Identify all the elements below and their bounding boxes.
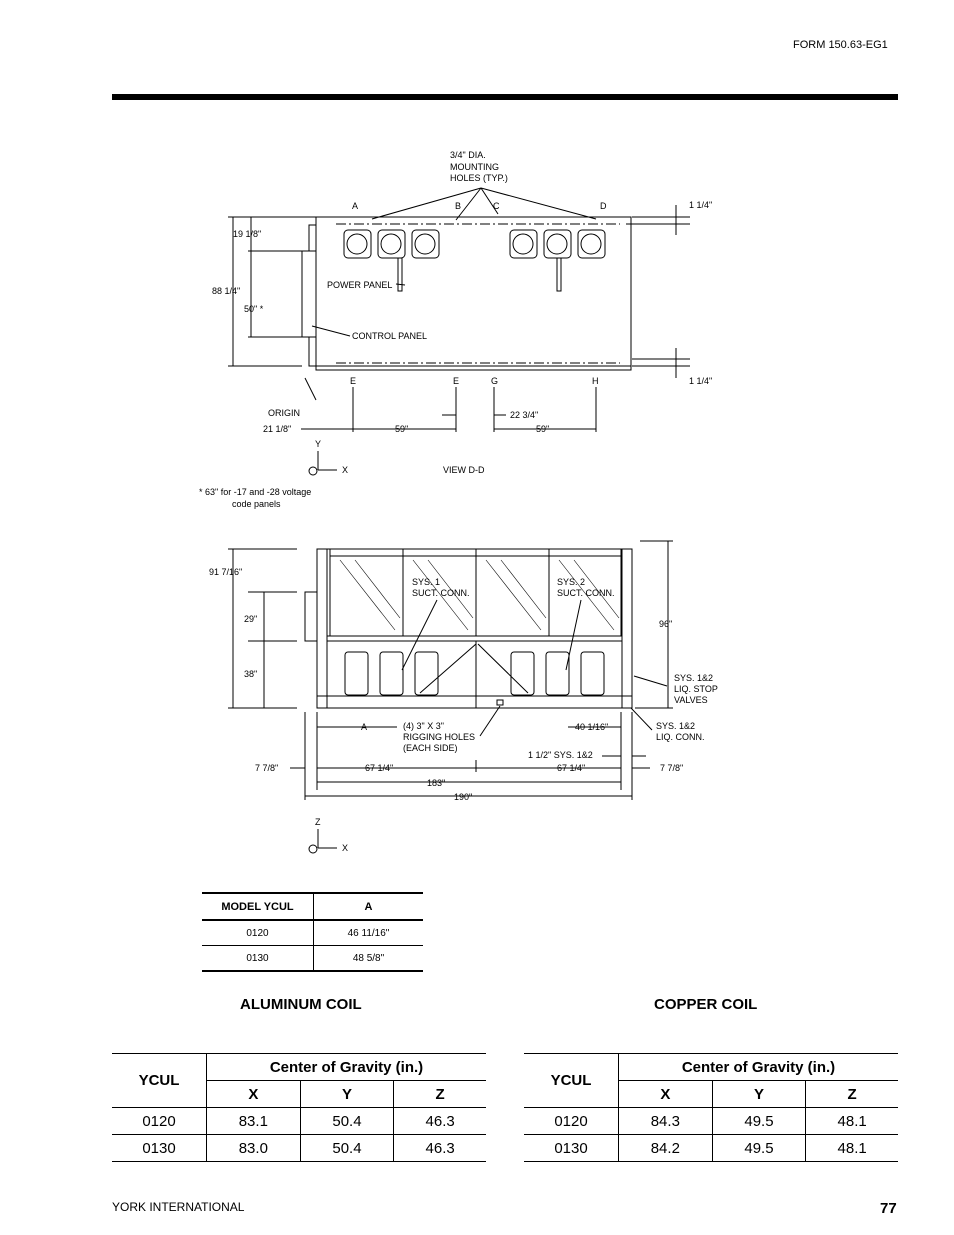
dim-112: 1 1/2" SYS. 1&2 <box>528 750 593 760</box>
dim-91: 91 7/16" <box>209 567 242 577</box>
dim-29: 29" <box>244 614 257 624</box>
table-row: 0120 84.3 49.5 48.1 <box>524 1107 898 1135</box>
svg-text:MOUNTING: MOUNTING <box>450 162 499 172</box>
aluminum-cog-table: YCUL Center of Gravity (in.) X Y Z 0120 … <box>112 1053 486 1162</box>
model-dimension-table: MODEL YCUL A 0120 46 11/16" 0130 48 5/8" <box>202 892 423 972</box>
aluminum-coil-title: ALUMINUM COIL <box>240 996 362 1013</box>
unit-outline-top <box>315 216 632 367</box>
axis-x-top: X <box>342 465 348 475</box>
liq-conn-label: SYS. 1&2 <box>656 721 695 731</box>
form-number: FORM 150.63-EG1 <box>793 39 888 51</box>
svg-text:HOLES (TYP.): HOLES (TYP.) <box>450 173 508 183</box>
dimension-drawings: 3/4" DIA. MOUNTING HOLES (TYP.) A B C D … <box>199 150 718 854</box>
control-panel-label: CONTROL PANEL <box>352 331 427 341</box>
point-b: B <box>455 201 461 211</box>
table-row: 0120 83.1 50.4 46.3 <box>112 1107 486 1135</box>
dim-50: 50" * <box>244 304 264 314</box>
power-panel-label: POWER PANEL <box>327 280 392 290</box>
point-c: C <box>493 201 500 211</box>
svg-text:(EACH SIDE): (EACH SIDE) <box>403 743 458 753</box>
holes-label: 3/4" DIA. <box>450 150 486 160</box>
company-name: YORK INTERNATIONAL <box>112 1200 245 1214</box>
sys1-label: SYS. 1 <box>412 577 440 587</box>
unit-outline-side <box>316 548 633 709</box>
point-h: H <box>592 376 599 386</box>
dim-19: 19 1/8" <box>233 229 261 239</box>
dim-67b: 67 1/4" <box>557 763 585 773</box>
top-compressors <box>343 229 606 292</box>
svg-text:LIQ. CONN.: LIQ. CONN. <box>656 732 705 742</box>
dim-21: 21 1/8" <box>263 424 291 434</box>
svg-text:SUCT. CONN.: SUCT. CONN. <box>557 588 615 598</box>
dim-38: 38" <box>244 669 257 679</box>
dim-96: 96" <box>659 619 672 629</box>
point-e2: E <box>453 376 459 386</box>
dim-88: 88 1/4" <box>212 286 240 296</box>
dim-190: 190" <box>454 792 472 802</box>
dim-59a: 59" <box>395 424 408 434</box>
axis-x-side: X <box>342 843 348 853</box>
rigging-label: (4) 3" X 3" <box>403 721 444 731</box>
dim-183: 183" <box>427 778 445 788</box>
sys2-label: SYS. 2 <box>557 577 585 587</box>
origin-label: ORIGIN <box>268 408 300 418</box>
svg-text:RIGGING HOLES: RIGGING HOLES <box>403 732 475 742</box>
point-e1: E <box>350 376 356 386</box>
table-row: 0130 48 5/8" <box>202 945 423 972</box>
copper-coil-title: COPPER COIL <box>654 996 758 1013</box>
dim-40: 40 1/16" <box>575 722 608 732</box>
point-g: G <box>491 376 498 386</box>
copper-cog-table: YCUL Center of Gravity (in.) X Y Z 0120 … <box>524 1053 898 1162</box>
dim-78a: 7 7/8" <box>255 763 278 773</box>
dim-top-right: 1 1/4" <box>689 200 712 210</box>
header-rule <box>112 94 898 100</box>
dim-67a: 67 1/4" <box>365 763 393 773</box>
liq-stop-label: SYS. 1&2 <box>674 673 713 683</box>
dim-bottom-right: 1 1/4" <box>689 376 712 386</box>
table-row: 0130 84.2 49.5 48.1 <box>524 1134 898 1162</box>
dim-59b: 59" <box>536 424 549 434</box>
page-number: 77 <box>880 1200 897 1217</box>
svg-text:VALVES: VALVES <box>674 695 708 705</box>
table-row: 0120 46 11/16" <box>202 920 423 946</box>
axis-z: Z <box>315 817 321 827</box>
view-label: VIEW D-D <box>443 465 485 475</box>
dim-a: A <box>361 722 367 732</box>
axis-y: Y <box>315 439 321 449</box>
side-compressors <box>344 651 605 696</box>
svg-text:code panels: code panels <box>232 499 281 509</box>
dim-22: 22 3/4" <box>510 410 538 420</box>
footnote: * 63" for -17 and -28 voltage <box>199 487 311 497</box>
point-d: D <box>600 201 607 211</box>
table-row: 0130 83.0 50.4 46.3 <box>112 1134 486 1162</box>
point-a: A <box>352 201 358 211</box>
svg-text:SUCT. CONN.: SUCT. CONN. <box>412 588 470 598</box>
dim-78b: 7 7/8" <box>660 763 683 773</box>
svg-text:LIQ. STOP: LIQ. STOP <box>674 684 718 694</box>
